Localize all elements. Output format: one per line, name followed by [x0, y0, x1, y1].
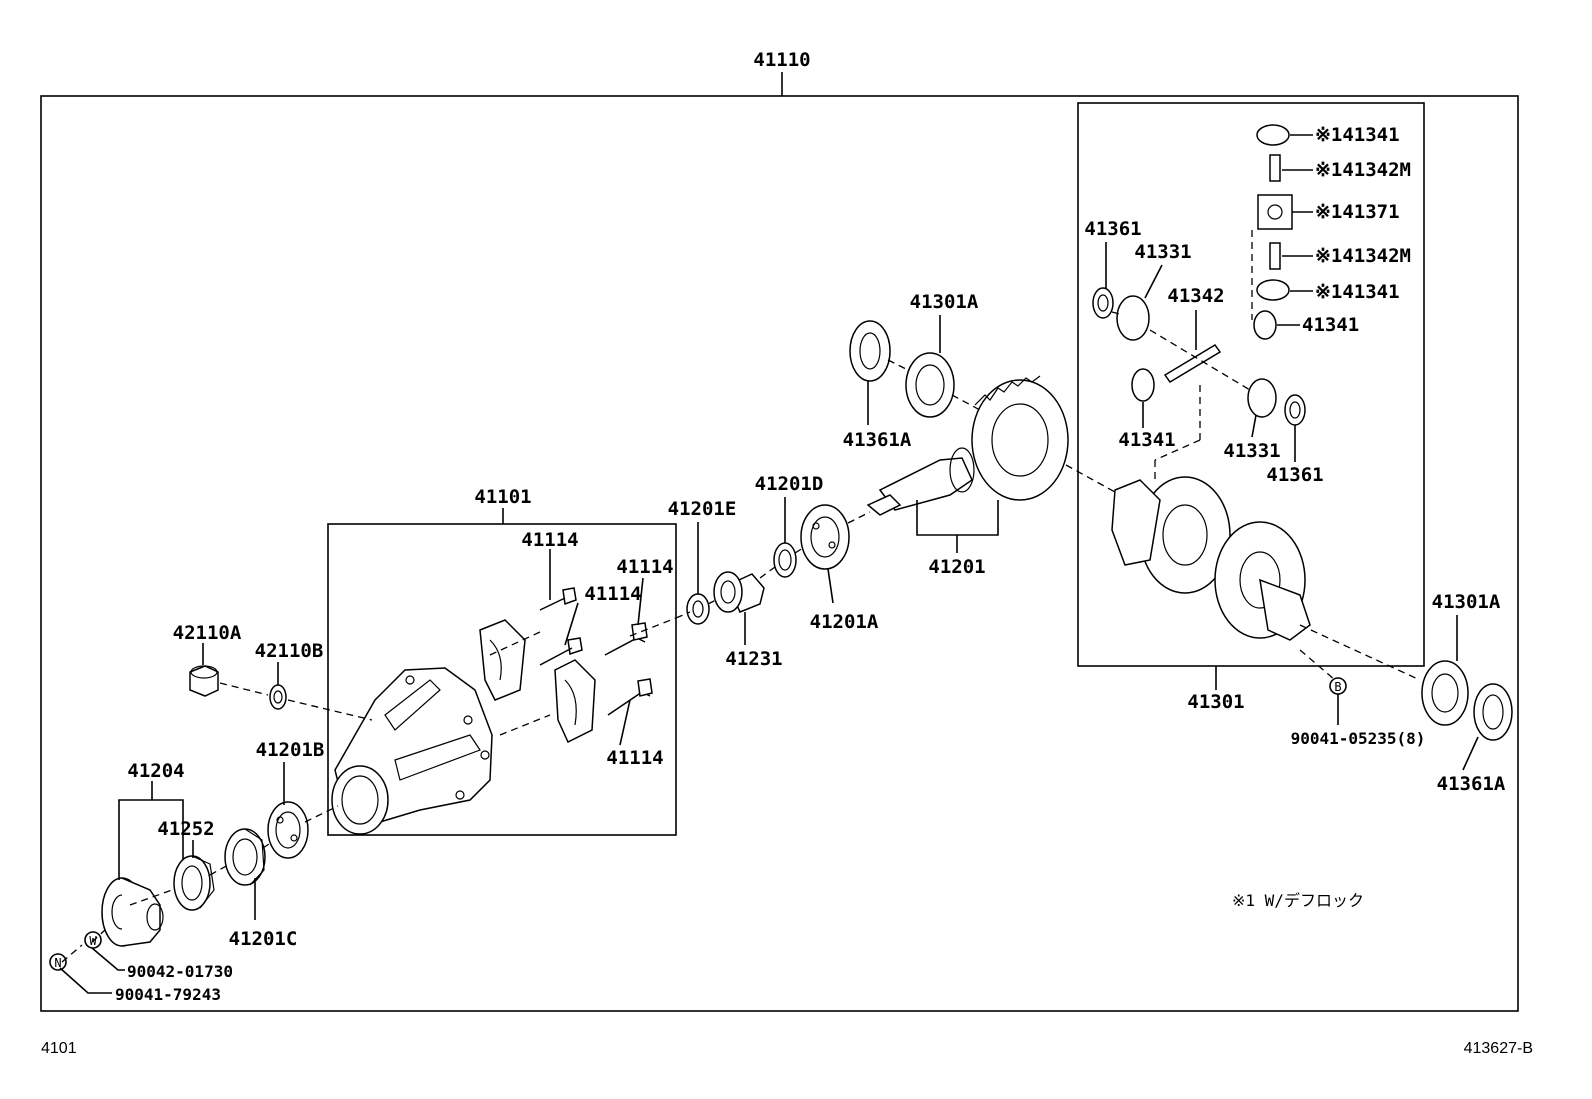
label-41101: 41101: [474, 486, 531, 508]
spacer-41231: [713, 571, 765, 613]
label-41231: 41231: [725, 648, 782, 670]
label-41110: 41110: [753, 49, 810, 71]
label-41342M-star-a: ※141342M: [1315, 159, 1411, 181]
label-41331-b: 41331: [1223, 440, 1280, 462]
oil-seal: [173, 855, 215, 911]
label-41301A-top: 41301A: [910, 291, 979, 313]
differential-frame: [1077, 102, 1425, 667]
shim-41361A-top: [849, 320, 891, 382]
assembly-lines: [61, 230, 1421, 963]
bearing-41201A: [800, 504, 850, 570]
footer: 4101 413627-B: [41, 1040, 1533, 1057]
label-41371-star: ※141371: [1315, 201, 1400, 223]
label-41114-a: 41114: [521, 529, 578, 551]
label-41342: 41342: [1167, 285, 1224, 307]
bearing-41301A-top: [905, 352, 955, 418]
differential-case: [1111, 476, 1311, 641]
circle-markers: B W N: [49, 677, 1347, 971]
label-41201: 41201: [928, 556, 985, 578]
marker-N-circle: [49, 953, 67, 971]
footer-left-code: 4101: [41, 1040, 77, 1057]
label-41114-c: 41114: [616, 556, 673, 578]
rear-bearing-41301A: [1421, 660, 1513, 741]
label-41201C: 41201C: [229, 928, 298, 950]
label-41331-a: 41331: [1134, 241, 1191, 263]
label-41341-c: 41341: [1302, 314, 1359, 336]
front-bearing: [267, 801, 309, 859]
washer-41201E: [686, 593, 710, 625]
label-41361-b: 41361: [1266, 464, 1323, 486]
note-diff-lock: ※1 W/デフロック: [1232, 891, 1364, 910]
front-bearing-small: [224, 828, 266, 886]
marker-W-circle: [84, 931, 102, 949]
marker-B-circle: [1329, 677, 1347, 695]
marker-N: N: [54, 956, 61, 970]
marker-B: B: [1334, 680, 1341, 694]
label-41341-d: 41341: [1118, 429, 1175, 451]
label-41361-a: 41361: [1084, 218, 1141, 240]
washer-41201D: [773, 542, 797, 578]
footer-right-code: 413627-B: [1464, 1040, 1533, 1057]
label-41114-b: 41114: [584, 583, 641, 605]
label-41201D: 41201D: [755, 473, 824, 495]
small-nuts: [189, 665, 287, 710]
housing-frame: [327, 523, 677, 836]
companion-flange: [101, 877, 164, 947]
frame-group: [40, 72, 1519, 1012]
pinion-gears: [1092, 124, 1306, 426]
marker-W: W: [89, 934, 97, 948]
label-41361A-right: 41361A: [1437, 773, 1506, 795]
leader-lines: [59, 134, 1479, 994]
label-41252: 41252: [157, 818, 214, 840]
part-labels: 41110 41101 41301 41114 41114 41114 4111…: [115, 49, 1506, 1004]
label-42110B: 42110B: [255, 640, 324, 662]
label-41341-star-b: ※141341: [1315, 281, 1400, 303]
label-41301A-right: 41301A: [1432, 591, 1501, 613]
label-41361A-top: 41361A: [843, 429, 912, 451]
bearing-caps: [479, 619, 596, 744]
differential-carrier-housing: [331, 667, 493, 835]
label-41201E: 41201E: [668, 498, 737, 520]
outer-frame: [40, 95, 1519, 1012]
label-41201B: 41201B: [256, 739, 325, 761]
label-90042-01730: 90042-01730: [127, 962, 233, 981]
ring-gear-and-pinion: [866, 375, 1069, 516]
label-41201A: 41201A: [810, 611, 879, 633]
label-41204: 41204: [127, 760, 184, 782]
label-90041-05235: 90041-05235(8): [1291, 729, 1426, 748]
label-41114-d: 41114: [606, 747, 663, 769]
label-41342M-star-b: ※141342M: [1315, 245, 1411, 267]
label-41341-star-a: ※141341: [1315, 124, 1400, 146]
label-42110A: 42110A: [173, 622, 242, 644]
label-90041-79243: 90041-79243: [115, 985, 221, 1004]
label-41301: 41301: [1187, 691, 1244, 713]
